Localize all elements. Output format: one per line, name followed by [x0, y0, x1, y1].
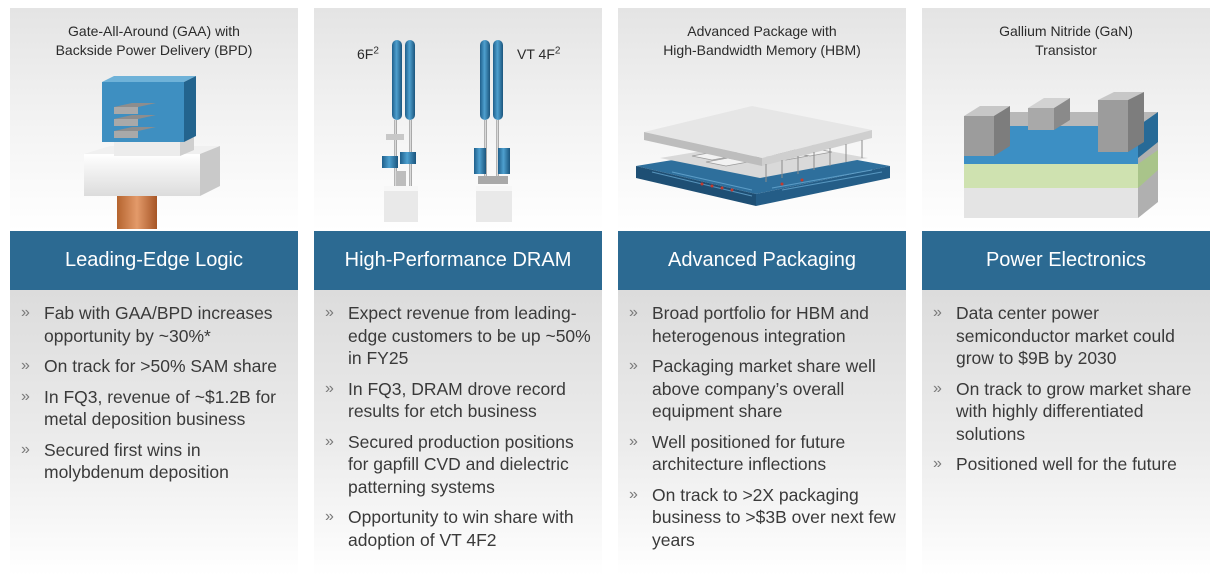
- card-title: Advanced Packaging: [618, 231, 906, 290]
- chevron-bullet-icon: »: [21, 304, 30, 321]
- chevron-bullet-icon: »: [21, 387, 30, 405]
- chevron-bullet-icon: »: [629, 304, 638, 321]
- list-item: »Secured first wins in molybdenum deposi…: [21, 439, 229, 483]
- caption-line: High-Bandwidth Memory (HBM): [663, 42, 861, 58]
- list-item: »Data center power semiconductor market …: [933, 303, 1175, 368]
- chevron-bullet-icon: »: [629, 485, 638, 503]
- list-item: »Expect revenue from leading-edge custom…: [325, 303, 591, 368]
- card-caption: Gate-All-Around (GAA) with Backside Powe…: [10, 22, 298, 60]
- card-title: Power Electronics: [922, 231, 1210, 290]
- card-body: »Broad portfolio for HBM and heterogenou…: [618, 290, 906, 576]
- list-item: »Opportunity to win share with adoption …: [325, 507, 574, 550]
- caption-line: Backside Power Delivery (BPD): [55, 42, 253, 58]
- gan-transistor-illustration: [964, 92, 1158, 218]
- card-body: »Fab with GAA/BPD increases opportunity …: [10, 290, 298, 576]
- chevron-bullet-icon: »: [933, 379, 942, 397]
- card-high-performance-dram: 6F2 VT 4F2: [314, 8, 602, 576]
- chevron-bullet-icon: »: [629, 357, 638, 374]
- list-item: »Positioned well for the future: [933, 454, 1177, 474]
- list-item: »Fab with GAA/BPD increases opportunity …: [21, 303, 273, 346]
- dram-label-right: VT 4F2: [517, 45, 561, 62]
- list-item: »Well positioned for future architecture…: [629, 431, 846, 475]
- chevron-bullet-icon: »: [933, 304, 942, 321]
- chevron-bullet-icon: »: [325, 508, 334, 525]
- chevron-bullet-icon: »: [21, 357, 30, 374]
- card-leading-edge-logic: Gate-All-Around (GAA) with Backside Powe…: [10, 8, 298, 576]
- list-item: »In FQ3, DRAM drove record results for e…: [325, 378, 566, 422]
- card-power-electronics: Gallium Nitride (GaN) Transistor P: [922, 8, 1210, 576]
- chevron-bullet-icon: »: [629, 432, 638, 450]
- chevron-bullet-icon: »: [325, 304, 334, 321]
- list-item: »Secured production positions for gapfil…: [325, 431, 574, 497]
- chevron-bullet-icon: »: [21, 440, 30, 458]
- card-advanced-packaging: Advanced Package with High-Bandwidth Mem…: [618, 8, 906, 576]
- dram-label-left: 6F2: [357, 45, 379, 62]
- list-item: »On track for >50% SAM share: [21, 356, 277, 376]
- card-image-area: 6F2 VT 4F2: [314, 8, 602, 231]
- card-body: »Data center power semiconductor market …: [922, 290, 1210, 576]
- chevron-bullet-icon: »: [325, 432, 334, 450]
- card-body: »Expect revenue from leading-edge custom…: [314, 290, 602, 576]
- list-item: »Packaging market share well above compa…: [629, 356, 876, 421]
- dram-pillars-illustration: [382, 40, 512, 222]
- list-item: »On track to grow market share with high…: [933, 378, 1192, 444]
- list-item: »Broad portfolio for HBM and heterogenou…: [629, 303, 869, 346]
- caption-line: Transistor: [1035, 42, 1097, 58]
- card-caption: Gallium Nitride (GaN) Transistor: [922, 22, 1210, 60]
- chevron-bullet-icon: »: [325, 379, 334, 397]
- card-image-area: Gallium Nitride (GaN) Transistor: [922, 8, 1210, 231]
- hbm-package-illustration: [636, 106, 890, 206]
- caption-line: Gate-All-Around (GAA) with: [68, 23, 240, 39]
- list-item: »In FQ3, revenue of ~$1.2B for metal dep…: [21, 386, 277, 430]
- card-title: High-Performance DRAM: [314, 231, 602, 290]
- gaa-transistor-illustration: [84, 76, 220, 229]
- card-caption: Advanced Package with High-Bandwidth Mem…: [618, 22, 906, 60]
- card-title: Leading-Edge Logic: [10, 231, 298, 290]
- caption-line: Gallium Nitride (GaN): [999, 23, 1133, 39]
- chevron-bullet-icon: »: [933, 455, 942, 472]
- card-image-area: Gate-All-Around (GAA) with Backside Powe…: [10, 8, 298, 231]
- card-image-area: Advanced Package with High-Bandwidth Mem…: [618, 8, 906, 231]
- caption-line: Advanced Package with: [687, 23, 837, 39]
- list-item: »On track to >2X packaging business to >…: [629, 484, 896, 550]
